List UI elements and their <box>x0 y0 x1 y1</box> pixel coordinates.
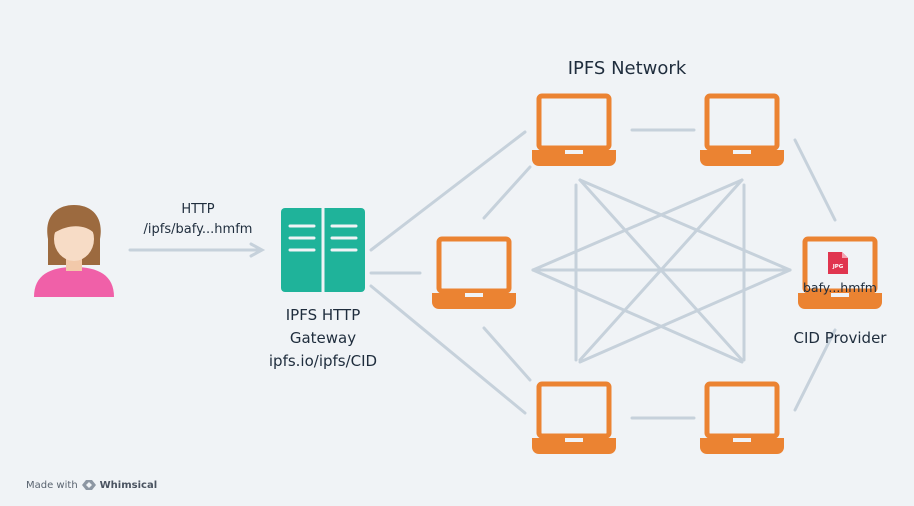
made-with-text: Made with <box>26 479 78 491</box>
whimsical-brand-text: Whimsical <box>99 479 158 491</box>
network-title: IPFS Network <box>567 58 687 79</box>
gateway-label-line3: ipfs.io/ipfs/CID <box>268 352 378 370</box>
server-icon <box>281 208 365 292</box>
provider-file-cid: bafy...hmfm <box>803 280 877 295</box>
peer-laptop-icon-top-right <box>700 96 784 166</box>
peer-laptop-icon-left <box>432 239 516 309</box>
jpg-file-icon: JPG <box>828 252 848 274</box>
connector-lines <box>128 128 837 420</box>
peer-laptop-icon-top-left <box>532 96 616 166</box>
made-with-footer[interactable]: Made with Whimsical <box>26 479 157 491</box>
request-protocol: HTTP <box>181 202 215 217</box>
gateway-label-line1: IPFS HTTP <box>285 306 361 324</box>
whimsical-logo-icon <box>81 480 96 490</box>
request-path: /ipfs/bafy...hmfm <box>143 222 253 237</box>
jpg-file-badge: JPG <box>832 264 844 270</box>
cid-provider-label: CID Provider <box>793 329 887 347</box>
gateway-label-line2: Gateway <box>289 329 357 347</box>
peer-laptop-icon-bottom-left <box>532 384 616 454</box>
peer-laptop-icon-bottom-right <box>700 384 784 454</box>
http-request-arrowhead <box>249 242 266 258</box>
user-avatar-icon <box>34 205 114 297</box>
